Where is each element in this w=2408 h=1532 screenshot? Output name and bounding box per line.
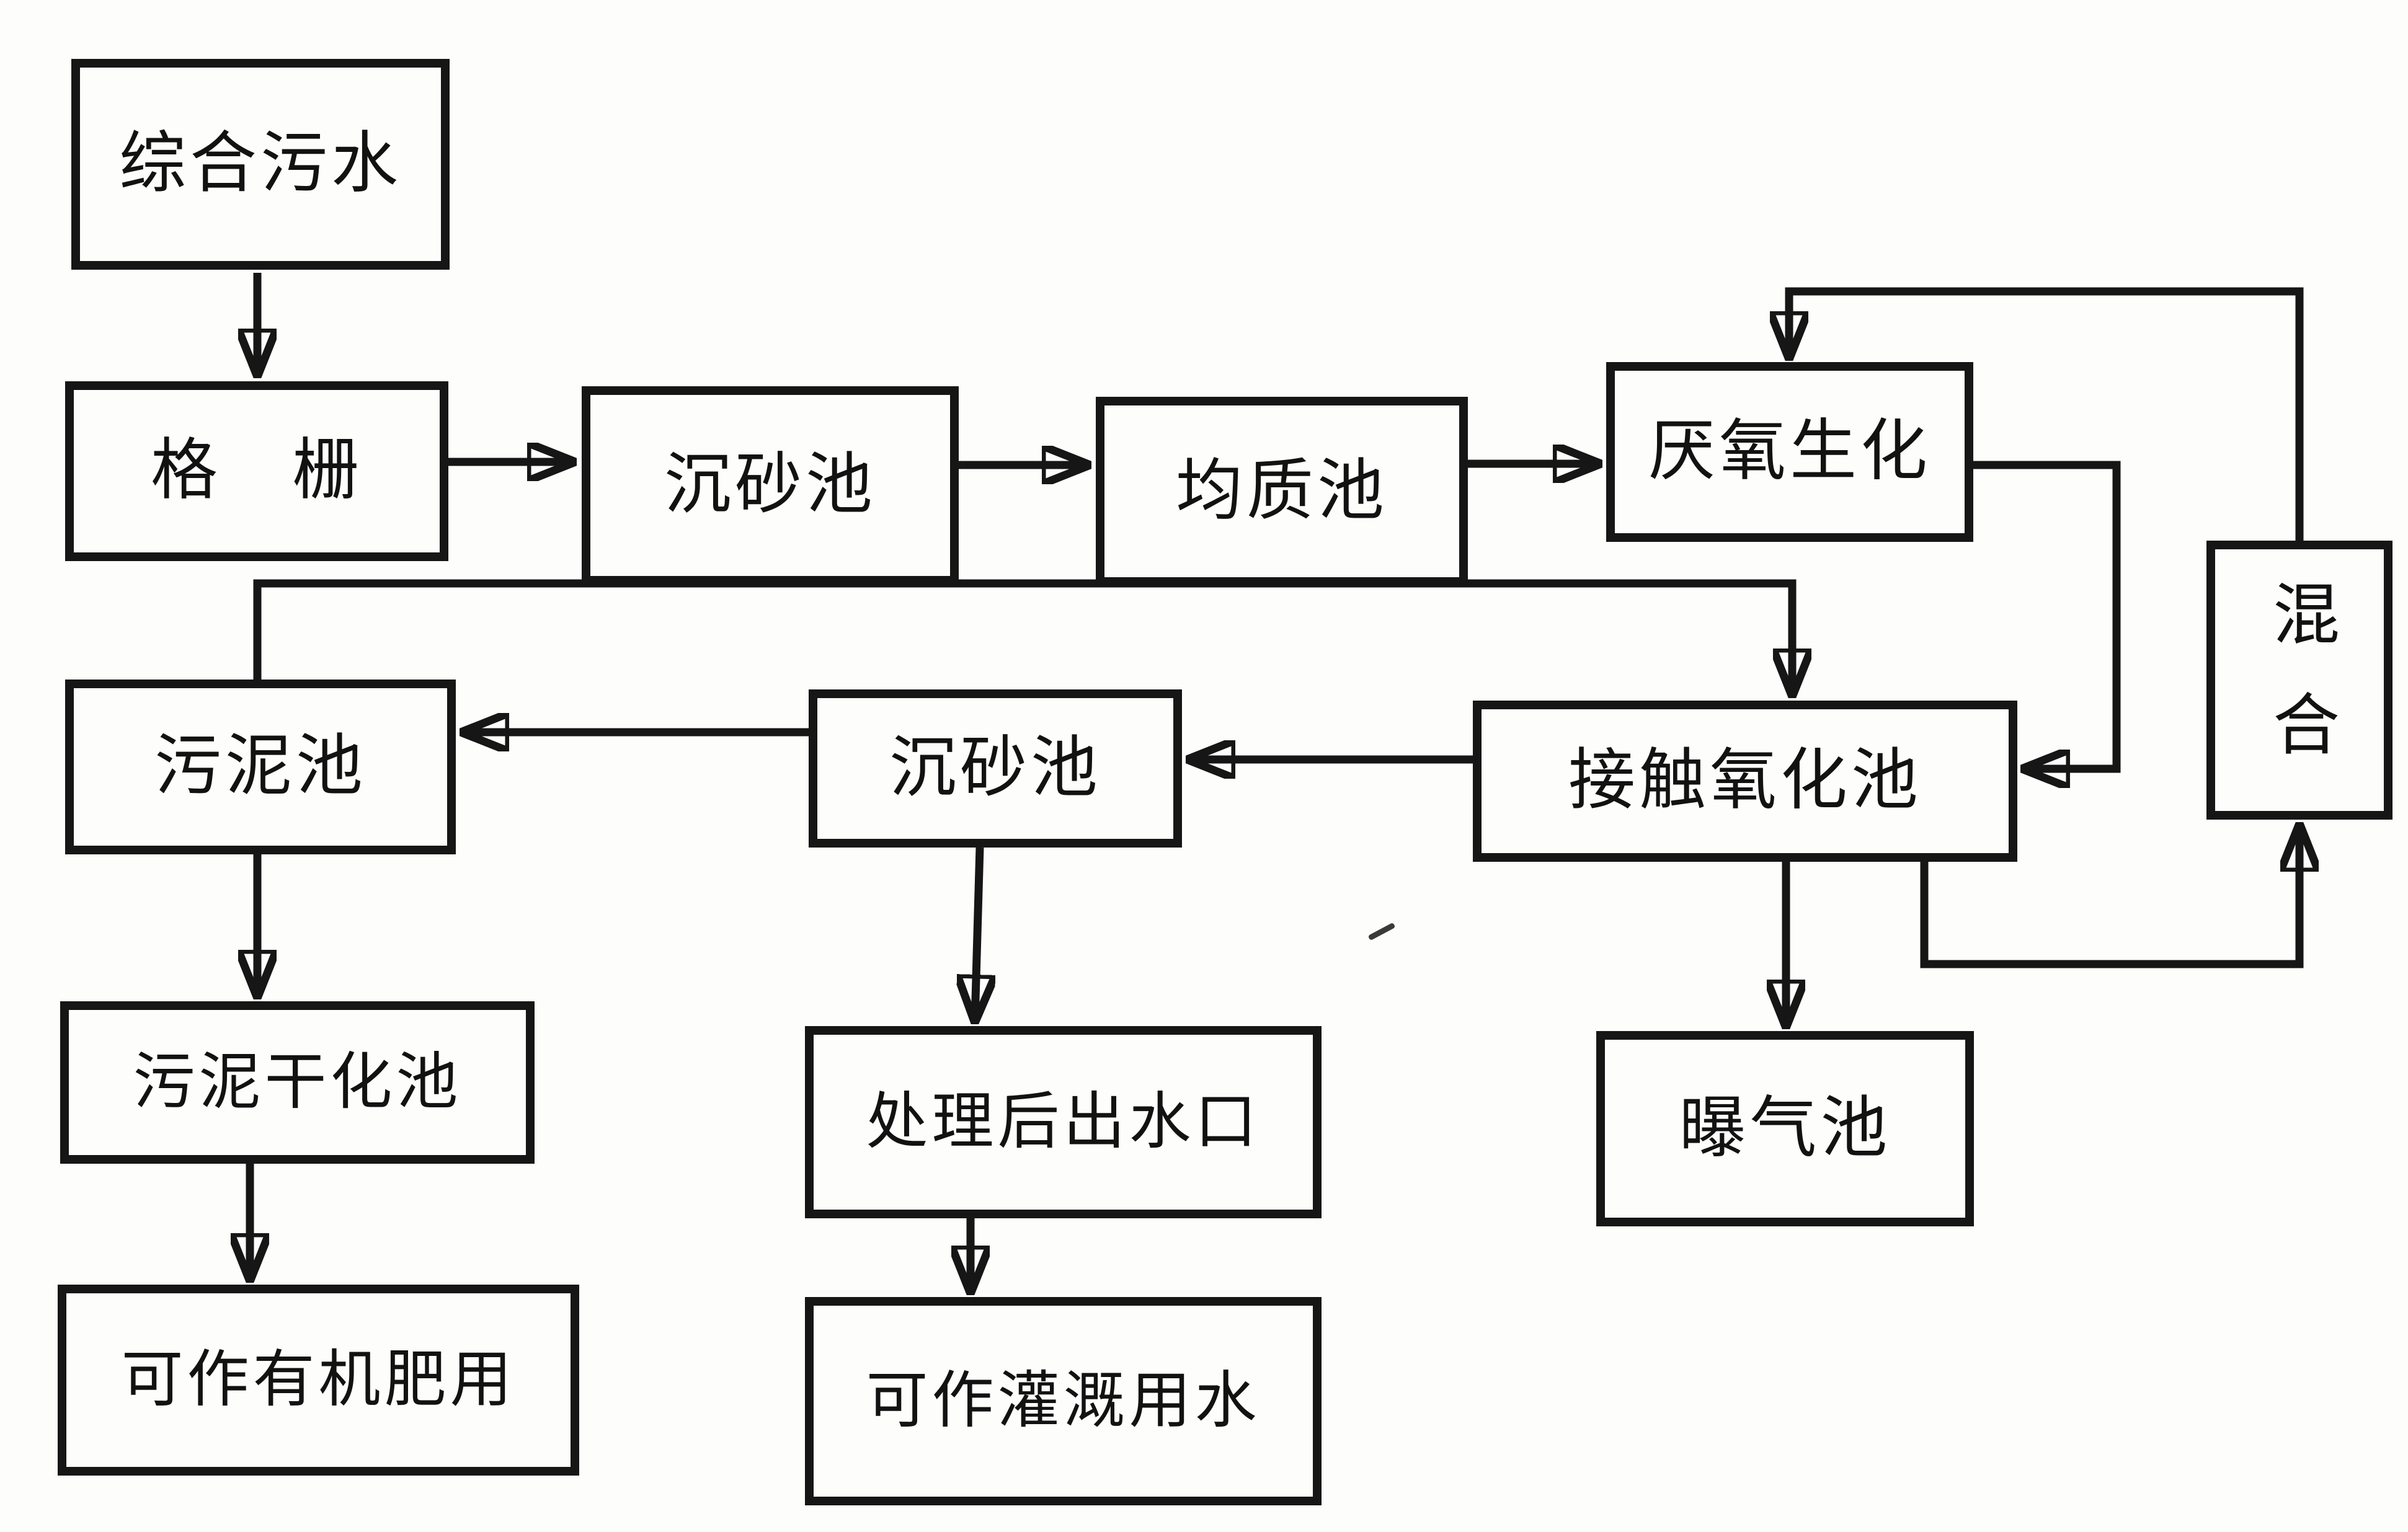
- node-anaerobic-biochem-label: 厌氧生化: [1648, 415, 1931, 489]
- scan-speck: [1367, 922, 1396, 941]
- node-equalization-tank: 均质池: [1096, 397, 1468, 586]
- node-grit-chamber-1: 沉砂池: [582, 386, 959, 585]
- node-sludge-drying-tank-label: 污泥干化池: [133, 1048, 462, 1117]
- node-mixing-label: 混合: [2263, 579, 2337, 800]
- node-bar-screen-label: 格 栅: [150, 434, 363, 508]
- node-irrigation-water-label: 可作灌溉用水: [866, 1366, 1261, 1435]
- node-contact-oxidation-label: 接触氧化池: [1568, 744, 1922, 818]
- edge-sludge-return-to-contact: [253, 579, 1792, 696]
- node-irrigation-water: 可作灌溉用水: [805, 1297, 1322, 1505]
- node-mixing: 混合: [2206, 541, 2392, 820]
- node-organic-fertilizer: 可作有机肥用: [58, 1285, 579, 1476]
- node-contact-oxidation: 接触氧化池: [1473, 701, 2017, 862]
- edge-grit2-to-outlet: [975, 847, 980, 1022]
- node-grit-chamber-1-label: 沉砂池: [664, 448, 876, 522]
- node-raw-sewage: 综合污水: [71, 59, 450, 270]
- node-raw-sewage-label: 综合污水: [118, 127, 402, 201]
- node-organic-fertilizer-label: 可作有机肥用: [121, 1345, 516, 1414]
- node-sludge-drying-tank: 污泥干化池: [60, 1001, 535, 1164]
- node-aeration-tank: 曝气池: [1596, 1031, 1974, 1226]
- node-equalization-tank-label: 均质池: [1175, 454, 1388, 528]
- node-aeration-tank-label: 曝气池: [1679, 1091, 1891, 1166]
- node-treated-outlet-label: 处理后出水口: [866, 1087, 1261, 1156]
- node-anaerobic-biochem: 厌氧生化: [1606, 362, 1973, 542]
- node-bar-screen: 格 栅: [65, 381, 448, 561]
- node-sludge-tank: 污泥池: [65, 680, 456, 854]
- node-grit-chamber-2: 沉砂池: [809, 689, 1182, 848]
- node-treated-outlet: 处理后出水口: [805, 1026, 1322, 1218]
- node-sludge-tank-label: 污泥池: [154, 730, 367, 804]
- node-grit-chamber-2-label: 沉砂池: [889, 731, 1101, 805]
